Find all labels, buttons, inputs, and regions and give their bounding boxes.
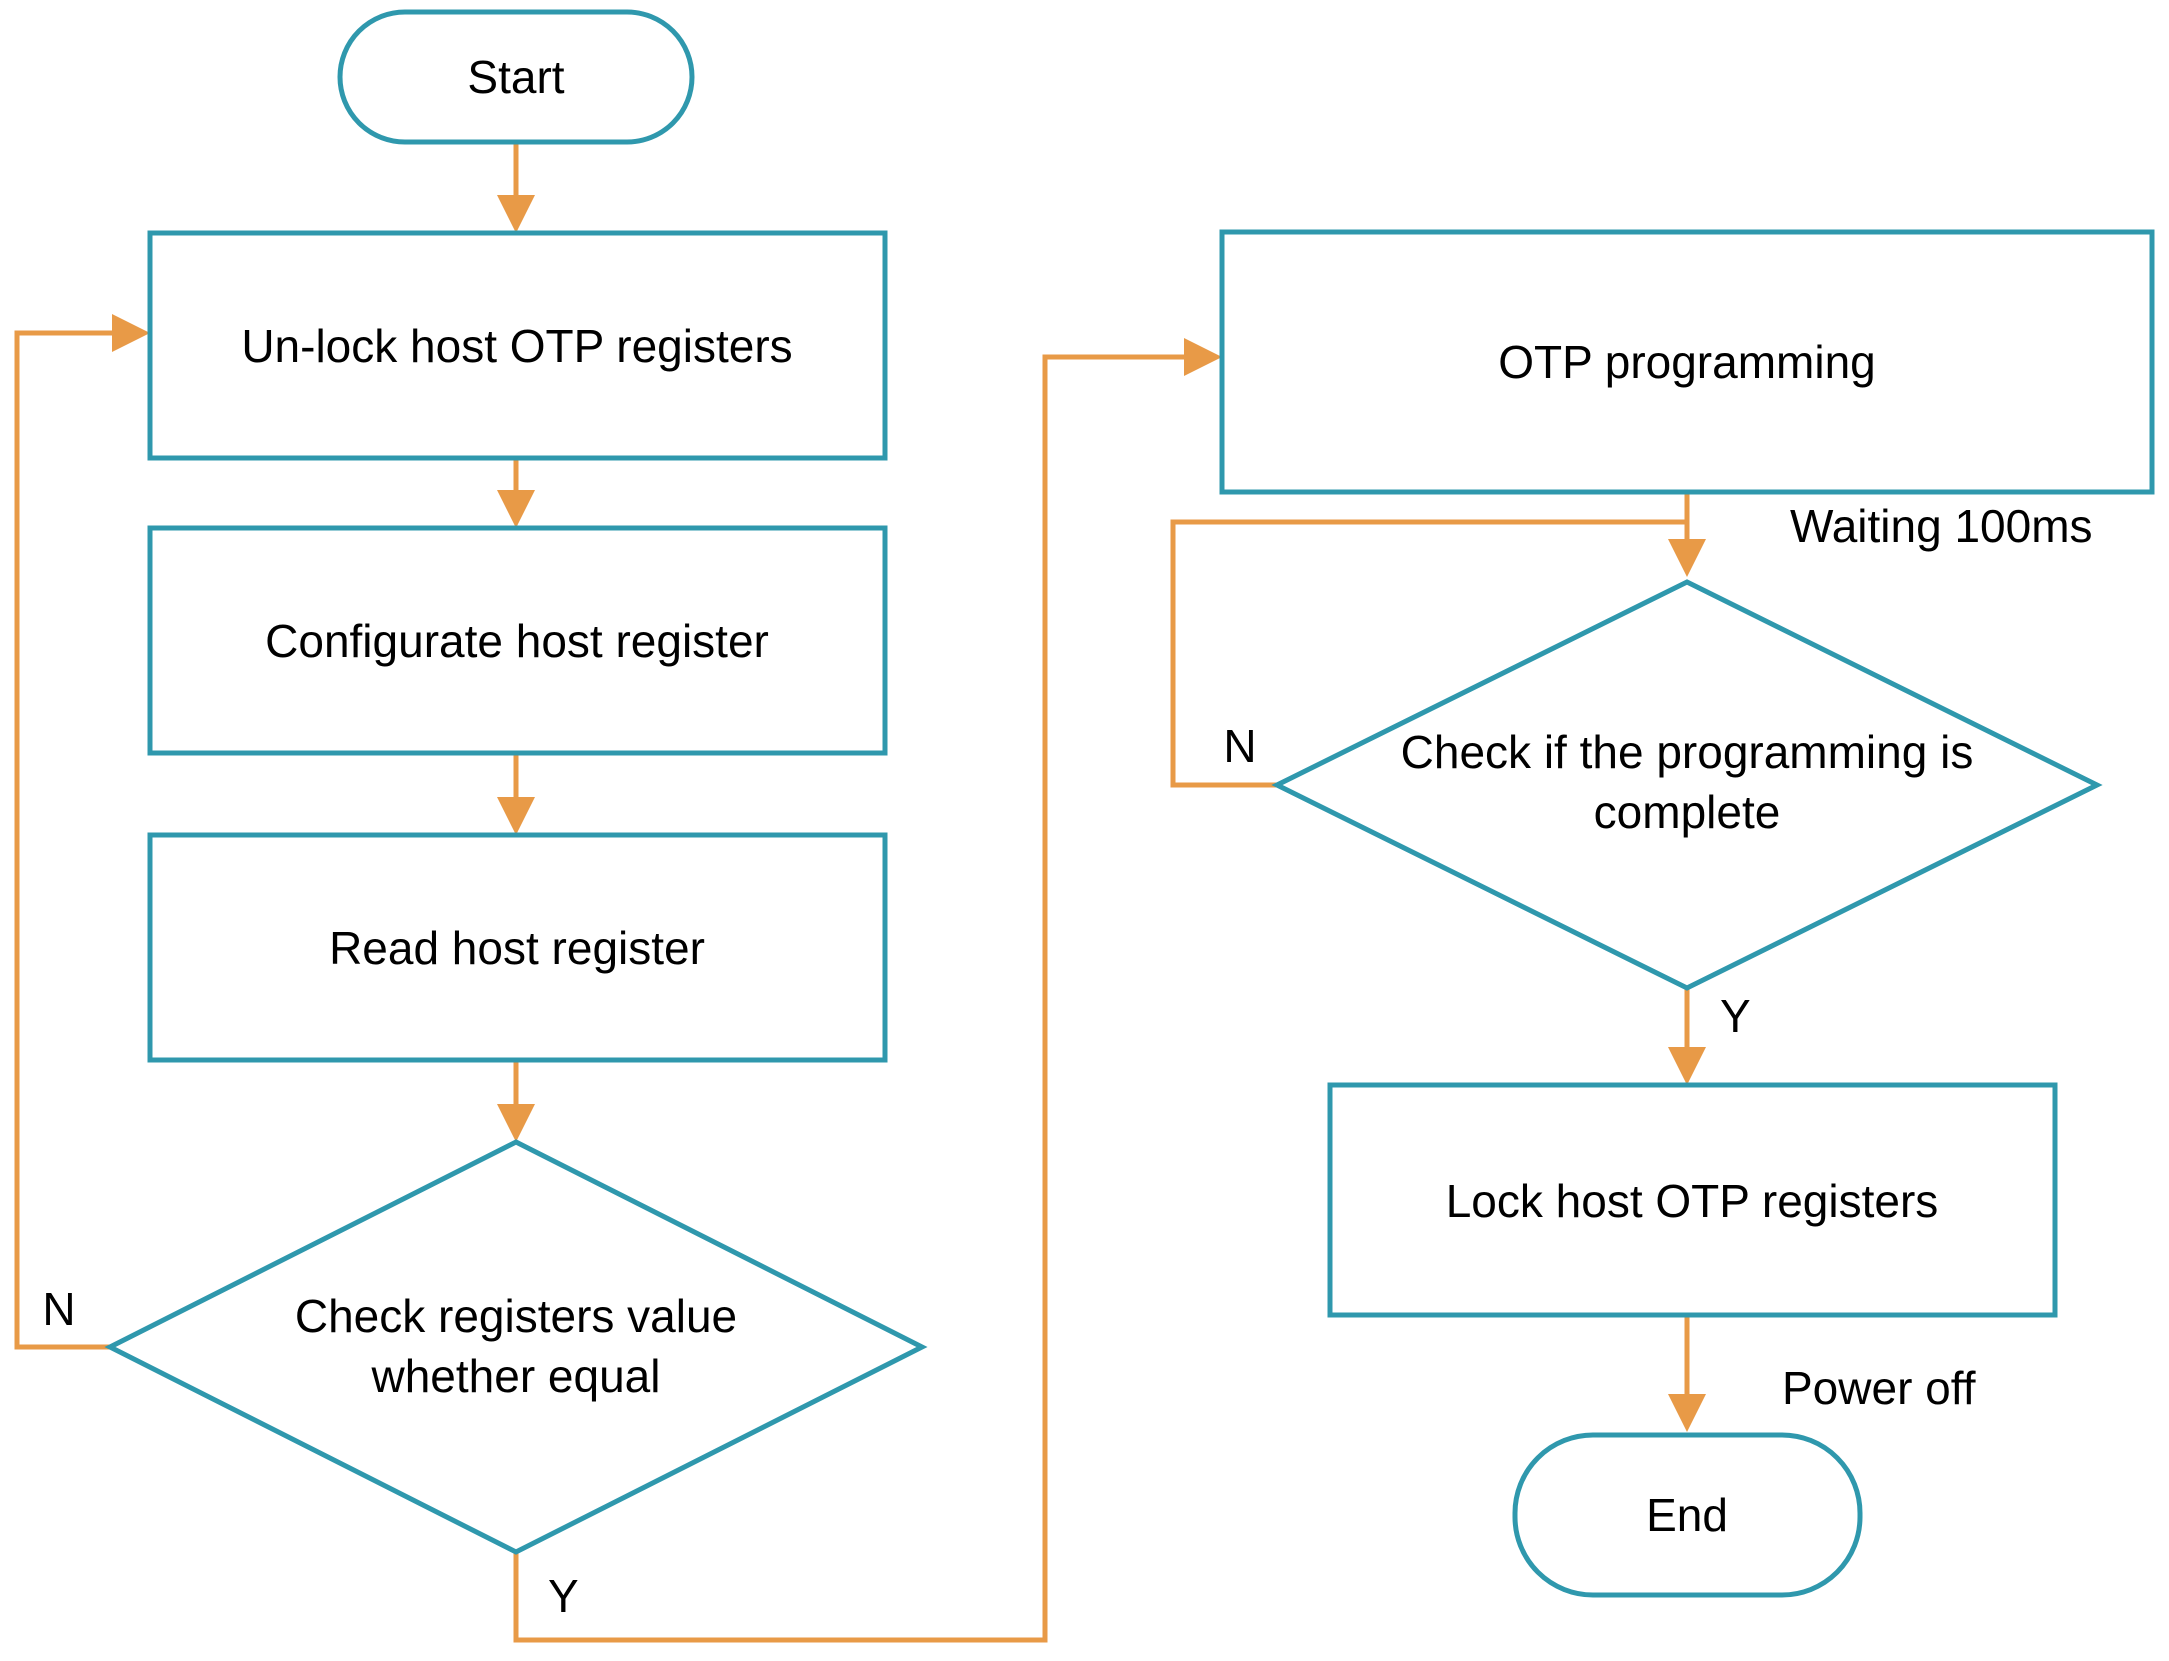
- start-label: Start: [467, 51, 564, 103]
- start-terminator-shape: [337, 9, 695, 145]
- power-off-label: Power off: [1782, 1362, 1976, 1414]
- end-label: End: [1646, 1489, 1728, 1541]
- check-equal-no-label: N: [42, 1283, 75, 1335]
- arrowhead-unlock-to-configurate: [497, 490, 535, 528]
- check-equal-label-line1: Check registers value: [295, 1290, 737, 1342]
- check-equal-yes-label: Y: [548, 1570, 579, 1622]
- arrowhead-configurate-to-read: [497, 797, 535, 835]
- check-complete-yes-label: Y: [1720, 990, 1751, 1042]
- check-complete-label-line2: complete: [1594, 786, 1781, 838]
- node-lock-host-otp-registers: Lock host OTP registers: [1327, 1082, 2058, 1318]
- arrowhead-check-equal-no-loop: [112, 314, 150, 352]
- read-process-box: [147, 832, 888, 1063]
- edge-check-equal-no-loop: [14, 330, 113, 1350]
- check-complete-decision-diamond: [1271, 579, 2103, 991]
- configurate-label: Configurate host register: [265, 615, 769, 667]
- arrowhead-otp-to-check-complete: [1668, 539, 1706, 577]
- unlock-label: Un-lock host OTP registers: [241, 320, 792, 372]
- edge-check-complete-no-loop: [1170, 519, 1687, 788]
- edge-labels: N Y Waiting 100ms N Y Power off: [42, 500, 2092, 1622]
- arrowhead-lock-to-end: [1668, 1394, 1706, 1432]
- edges: [14, 142, 1706, 1643]
- arrowhead-check-equal-yes: [1184, 338, 1222, 376]
- node-end: End: [1512, 1432, 1863, 1598]
- lock-process-box: [1327, 1082, 2058, 1318]
- read-label: Read host register: [329, 922, 705, 974]
- check-equal-decision-diamond: [104, 1139, 928, 1555]
- check-complete-label-line1: Check if the programming is: [1401, 726, 1974, 778]
- unlock-process-box: [147, 230, 888, 461]
- edge-check-equal-yes: [513, 354, 1185, 1643]
- arrowhead-check-complete-yes: [1668, 1047, 1706, 1085]
- node-check-registers-value-decision: Check registers value whether equal: [104, 1139, 928, 1555]
- check-equal-label-line2: whether equal: [371, 1350, 661, 1402]
- node-check-programming-complete-decision: Check if the programming is complete: [1271, 579, 2103, 991]
- configurate-process-box: [147, 525, 888, 756]
- otp-programming-process-box: [1219, 229, 2155, 495]
- waiting-100ms-label: Waiting 100ms: [1790, 500, 2093, 552]
- check-complete-no-label: N: [1223, 720, 1256, 772]
- otp-programming-label: OTP programming: [1498, 336, 1876, 388]
- node-read-host-register: Read host register: [147, 832, 888, 1063]
- node-otp-programming: OTP programming: [1219, 229, 2155, 495]
- end-terminator-shape: [1512, 1432, 1863, 1598]
- node-unlock-host-otp-registers: Un-lock host OTP registers: [147, 230, 888, 461]
- node-start: Start: [337, 9, 695, 145]
- arrowhead-start-to-unlock: [497, 195, 535, 233]
- arrowhead-read-to-check-equal: [497, 1104, 535, 1142]
- lock-label: Lock host OTP registers: [1446, 1175, 1939, 1227]
- node-configurate-host-register: Configurate host register: [147, 525, 888, 756]
